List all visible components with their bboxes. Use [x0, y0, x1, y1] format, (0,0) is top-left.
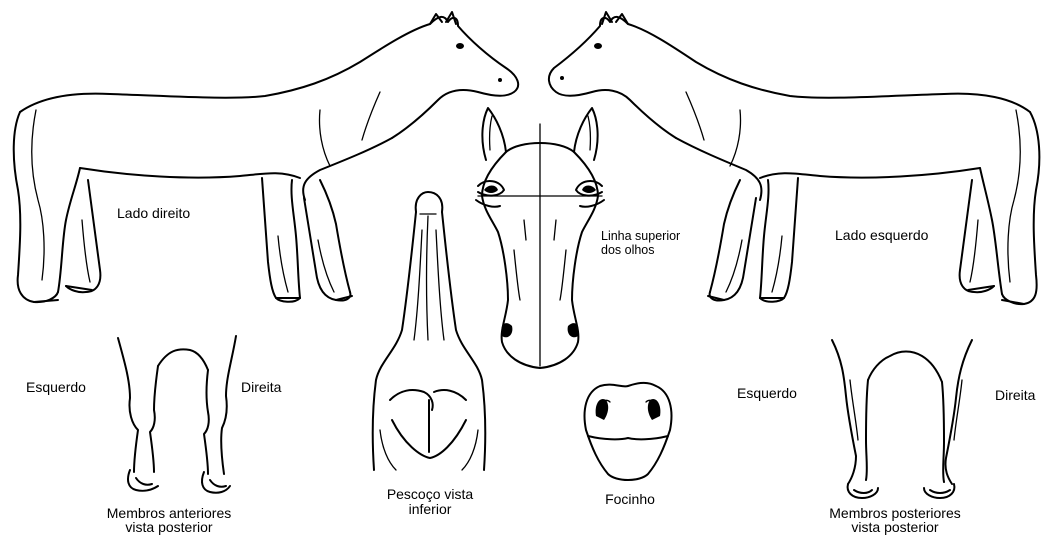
label-dos-olhos: dos olhos [601, 243, 655, 257]
caption-pescoco: Pescoço vista [360, 487, 500, 502]
label-posteriores-esquerdo: Esquerdo [737, 386, 797, 401]
label-anteriores-direita: Direita [241, 380, 281, 395]
front-limbs-posterior-drawing [118, 336, 236, 493]
horse-left-side-drawing [549, 12, 1039, 304]
neck-underside-drawing [373, 192, 486, 470]
caption-posteriores-vista: vista posterior [800, 520, 990, 535]
label-posteriores-direita: Direita [995, 388, 1035, 403]
caption-anteriores-vista: vista posterior [84, 520, 254, 535]
muzzle-drawing [585, 383, 672, 480]
head-front-view-drawing [476, 108, 604, 368]
label-linha-superior: Linha superior [601, 229, 680, 243]
caption-focinho: Focinho [580, 492, 680, 507]
hind-limbs-posterior-drawing [832, 340, 972, 498]
label-lado-esquerdo: Lado esquerdo [835, 228, 928, 243]
label-lado-direito: Lado direito [117, 206, 190, 221]
label-anteriores-esquerdo: Esquerdo [26, 380, 86, 395]
caption-inferior: inferior [360, 502, 500, 517]
horse-right-side-drawing [14, 12, 518, 302]
